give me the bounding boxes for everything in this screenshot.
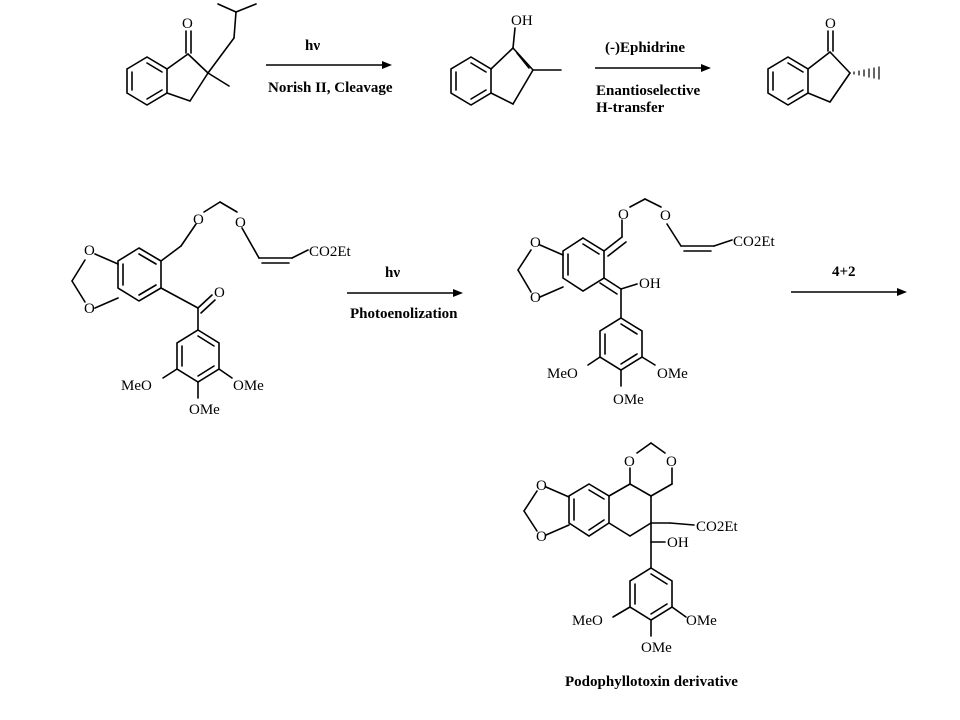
group-OMe: OMe <box>613 392 644 408</box>
arrow-4-label-top: 4+2 <box>832 264 856 280</box>
atom-O: O <box>536 478 547 494</box>
arrow-3-label-top: hν <box>385 265 400 281</box>
atom-O: O <box>624 454 635 470</box>
atom-O: O <box>530 290 541 306</box>
group-OMe: OMe <box>641 640 672 656</box>
molecule-photoenol-diene: O O O O CO2Et OH MeO OMe OMe <box>517 198 776 408</box>
atom-O: O <box>84 243 95 259</box>
atom-O: O <box>660 208 671 224</box>
atom-O: O <box>536 529 547 545</box>
reaction-arrow-1: hν Norish II, Cleavage <box>266 38 393 96</box>
arrow-3-label-bottom: Photoenolization <box>350 306 458 322</box>
group-OH: OH <box>639 276 661 292</box>
group-MeO: MeO <box>572 613 603 629</box>
reaction-arrow-4: 4+2 <box>791 264 907 296</box>
atom-O: O <box>84 301 95 317</box>
arrow-2-label-bottom-1: Enantioselective <box>596 83 700 99</box>
group-CO2Et: CO2Et <box>309 244 352 260</box>
reaction-arrow-3: hν Photoenolization <box>347 265 463 322</box>
group-CO2Et: CO2Et <box>696 519 739 535</box>
atom-O: O <box>182 16 193 32</box>
group-OMe: OMe <box>189 402 220 418</box>
atom-O: O <box>193 212 204 228</box>
reaction-arrow-2: (-)Ephidrine Enantioselective H-transfer <box>595 40 711 116</box>
molecule-enol-intermediate: OH <box>450 13 562 106</box>
molecule-podophyllotoxin-derivative: O O O O CO2Et OH <box>523 442 739 656</box>
atom-O: O <box>666 454 677 470</box>
arrow-2-label-top: (-)Ephidrine <box>605 40 685 56</box>
product-caption: Podophyllotoxin derivative <box>565 674 738 690</box>
group-OMe: OMe <box>233 378 264 394</box>
group-MeO: MeO <box>121 378 152 394</box>
group-MeO: MeO <box>547 366 578 382</box>
atom-O: O <box>214 285 225 301</box>
hashed-wedge-bond <box>853 66 880 80</box>
group-OMe: OMe <box>686 613 717 629</box>
arrow-2-label-bottom-2: H-transfer <box>596 100 665 116</box>
molecule-chiral-indanone: O <box>767 16 880 106</box>
atom-O: O <box>530 235 541 251</box>
group-OMe: OMe <box>657 366 688 382</box>
atom-OH: OH <box>511 13 533 29</box>
arrow-1-label-top: hν <box>305 38 320 54</box>
group-OH: OH <box>667 535 689 551</box>
molecule-benzophenone-ester: O O O O CO2Et O MeO OMe OMe <box>71 201 352 418</box>
molecule-indanone-start: O <box>126 3 257 106</box>
arrow-1-label-bottom: Norish II, Cleavage <box>268 80 393 96</box>
atom-O: O <box>618 207 629 223</box>
atom-O: O <box>825 16 836 32</box>
group-CO2Et: CO2Et <box>733 234 776 250</box>
atom-O: O <box>235 215 246 231</box>
